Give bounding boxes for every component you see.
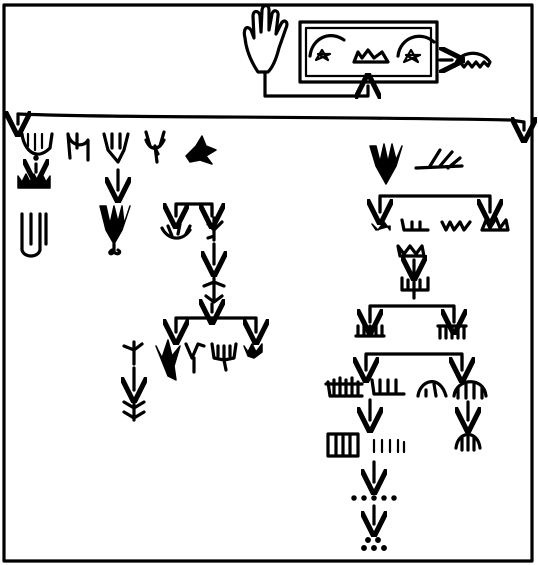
outer-border — [2, 3, 534, 563]
branch-glyph-icon — [400, 268, 430, 300]
arch-sign-icon — [453, 51, 492, 69]
branch-glyph-icon — [160, 216, 224, 242]
palm-sign-icon — [326, 432, 482, 458]
palm-sign-icon — [354, 322, 468, 340]
branch-glyph-icon — [202, 276, 226, 304]
star-crescent-icon — [308, 34, 436, 64]
arch-sign-icon — [416, 380, 488, 400]
left-sub-bracket — [174, 202, 214, 216]
branch-glyph-icon — [369, 143, 464, 185]
branch-glyph-icon — [99, 205, 131, 256]
palm-sign-icon — [352, 48, 390, 64]
branch-glyph-icon — [20, 130, 217, 165]
branch-glyph-icon — [122, 398, 146, 422]
hand-icon — [242, 3, 289, 74]
right-bracket-1 — [378, 194, 492, 212]
right-bracket-2 — [368, 304, 456, 322]
main-split-line — [16, 112, 524, 130]
left-lower-bracket — [174, 316, 258, 332]
palm-sign-icon — [396, 244, 426, 258]
palm-sign-icon — [371, 216, 510, 232]
right-bracket-3 — [364, 352, 464, 368]
branch-glyph-icon — [122, 339, 263, 381]
dot-sign-icon — [351, 495, 397, 501]
palm-sign-icon — [17, 173, 51, 258]
cartouche-icon — [298, 20, 439, 84]
hand-to-cartouche-arrow — [263, 70, 368, 96]
dot-sign-icon — [361, 537, 387, 551]
palm-sign-icon — [324, 376, 406, 398]
